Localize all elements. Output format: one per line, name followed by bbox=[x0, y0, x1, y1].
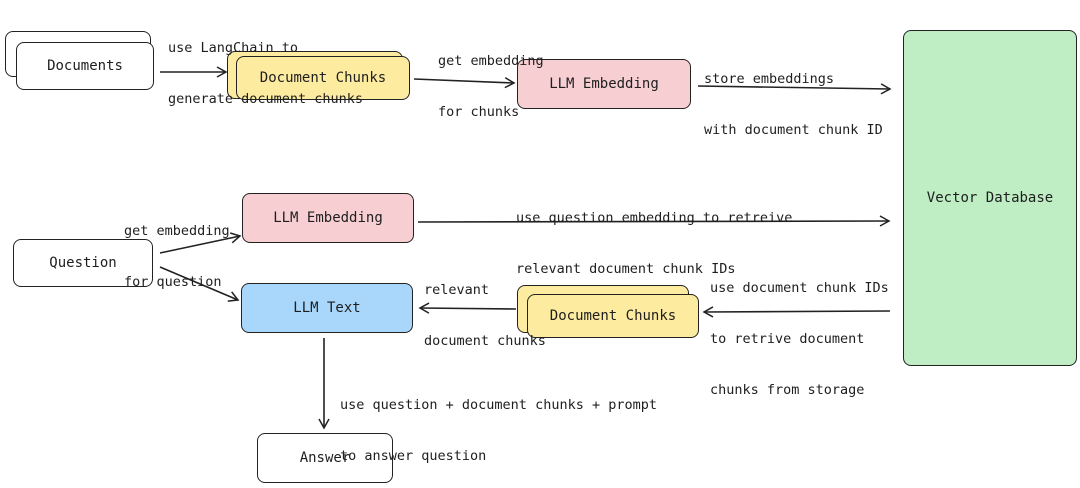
annotation-line: for chunks bbox=[438, 104, 520, 120]
llm-embedding-top-node: LLM Embedding bbox=[517, 59, 691, 109]
annotation-get-embedding-question: get embedding for question bbox=[124, 189, 230, 325]
document-chunks-top-node: Document Chunks bbox=[236, 56, 410, 100]
arrow-vectordb-to-chunks bbox=[702, 306, 891, 318]
annotation-answer-prompt: use question + document chunks + prompt … bbox=[340, 363, 657, 488]
question-label: Question bbox=[49, 255, 117, 271]
annotation-line: chunks from storage bbox=[710, 382, 865, 398]
annotation-line: to answer question bbox=[340, 448, 487, 464]
llm-text-node: LLM Text bbox=[241, 283, 413, 333]
answer-label: Answer bbox=[299, 450, 351, 466]
vector-database-label: Vector Database bbox=[926, 190, 1054, 206]
annotation-line: relevant bbox=[424, 282, 490, 298]
llm-embedding-top-label: LLM Embedding bbox=[549, 76, 659, 92]
arrow-chunks-to-embedding bbox=[413, 77, 516, 89]
annotation-retrieve-ids: use question embedding to retreive relev… bbox=[516, 176, 792, 312]
documents-label: Documents bbox=[47, 58, 123, 74]
annotation-line: to retrive document bbox=[710, 331, 865, 347]
annotation-line: document chunks bbox=[424, 333, 546, 349]
arrow-question-to-embedding bbox=[159, 232, 242, 254]
arrow-question-to-llm-text bbox=[159, 266, 240, 302]
annotation-store-embeddings: store embeddings with document chunk ID bbox=[704, 37, 883, 173]
annotation-line: store embeddings bbox=[704, 71, 835, 87]
vector-database-node: Vector Database bbox=[903, 30, 1077, 366]
llm-embedding-question-node: LLM Embedding bbox=[242, 193, 414, 243]
llm-text-label: LLM Text bbox=[293, 300, 361, 316]
arrow-embedding-to-vectordb-query bbox=[417, 215, 891, 227]
annotation-line: use document chunk IDs bbox=[710, 280, 889, 296]
answer-node: Answer bbox=[257, 433, 393, 483]
document-chunks-top-label: Document Chunks bbox=[259, 70, 387, 86]
arrow-embedding-to-vectordb bbox=[697, 83, 892, 95]
annotation-line: use question + document chunks + prompt bbox=[340, 397, 657, 413]
annotation-line: with document chunk ID bbox=[704, 122, 883, 138]
annotation-line: get embedding bbox=[438, 53, 544, 69]
annotation-use-ids: use document chunk IDs to retrive docume… bbox=[710, 246, 889, 433]
annotation-langchain: use LangChain to generate document chunk… bbox=[168, 6, 363, 142]
annotation-line: for question bbox=[124, 274, 222, 290]
annotation-line: generate document chunks bbox=[168, 91, 364, 107]
arrow-chunks-to-llm-text bbox=[418, 302, 517, 314]
annotation-get-embedding-chunks: get embedding for chunks bbox=[438, 19, 544, 155]
documents-node: Documents bbox=[16, 42, 154, 90]
annotation-line: use LangChain to bbox=[168, 40, 299, 56]
document-chunks-bottom-label: Document Chunks bbox=[549, 308, 677, 324]
document-chunks-bottom-node: Document Chunks bbox=[527, 294, 699, 338]
annotation-line: relevant document chunk IDs bbox=[516, 261, 736, 277]
annotation-relevant-chunks: relevant document chunks bbox=[424, 248, 546, 384]
annotation-line: use question embedding to retreive bbox=[516, 210, 793, 226]
question-node: Question bbox=[13, 239, 153, 287]
annotation-line: get embedding bbox=[124, 223, 230, 239]
llm-embedding-question-label: LLM Embedding bbox=[273, 210, 383, 226]
